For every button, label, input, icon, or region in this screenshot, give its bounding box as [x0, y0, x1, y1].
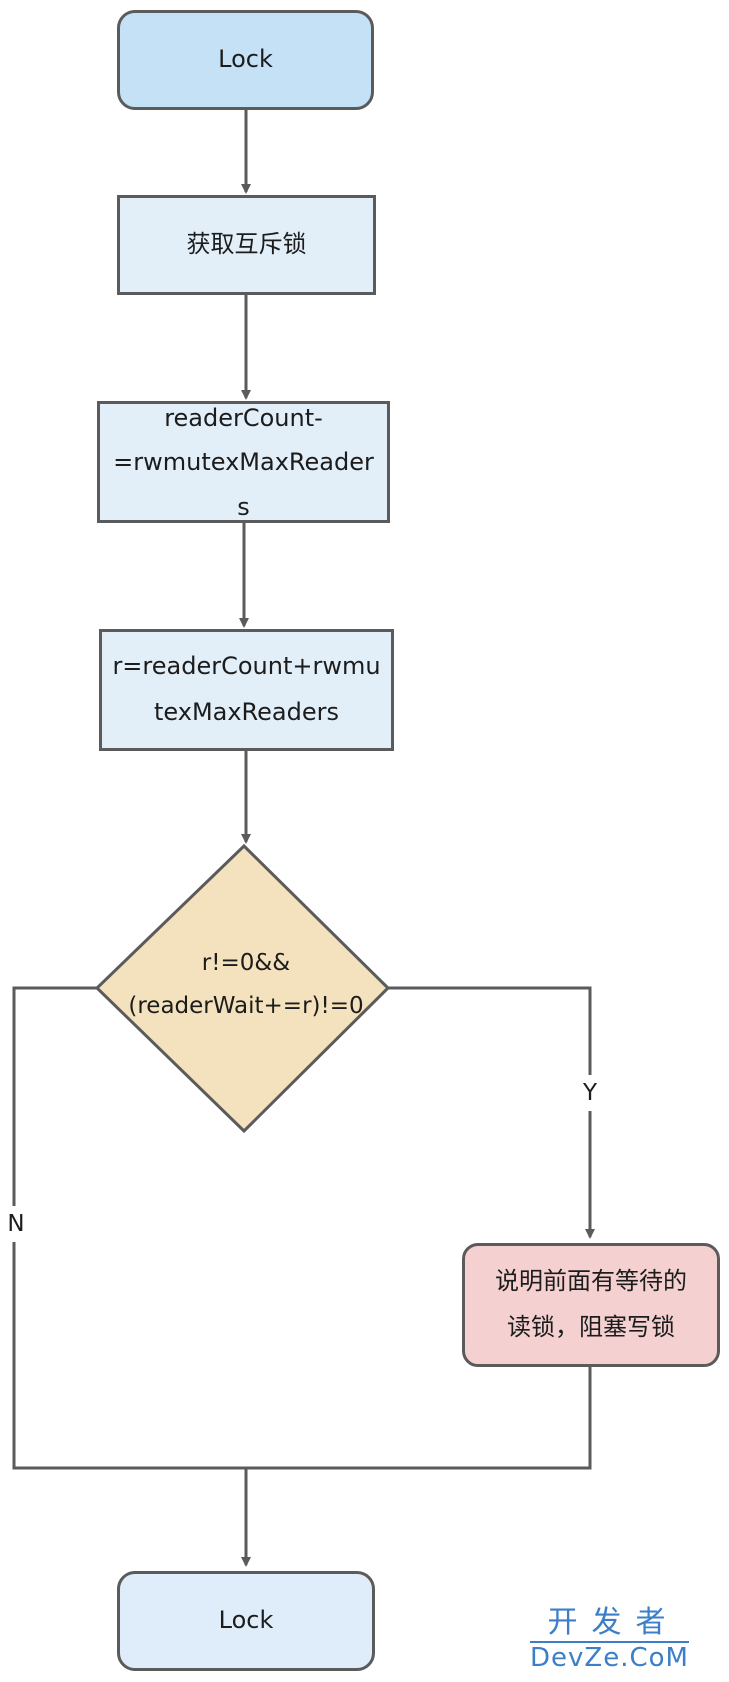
start-label: Lock — [218, 45, 273, 74]
compute-r-node: r=readerCount+rwmu texMaxReaders — [99, 629, 394, 751]
decision-label: r!=0&& (readerWait+=r)!=0 — [128, 950, 364, 1019]
watermark-line1: 开发者 — [530, 1605, 689, 1643]
reader-count-decrement-node: readerCount- =rwmutexMaxReader s — [97, 401, 390, 523]
block-writer-node: 说明前面有等待的 读锁，阻塞写锁 — [462, 1243, 720, 1367]
acquire-mutex-node: 获取互斥锁 — [117, 195, 376, 295]
end-node: Lock — [117, 1571, 375, 1671]
compute-r-label: r=readerCount+rwmu texMaxReaders — [112, 652, 381, 726]
end-label: Lock — [218, 1606, 274, 1635]
edge-decision-yes — [388, 986, 595, 1239]
edge-block-merge — [246, 1367, 592, 1470]
start-node: Lock — [117, 10, 374, 110]
decision-diamond — [94, 843, 391, 1134]
reader-count-decrement-label: readerCount- =rwmutexMaxReader s — [113, 404, 374, 521]
edge-no-label: N — [6, 1206, 26, 1242]
watermark-line2: DevZe.CoM — [530, 1642, 689, 1673]
block-writer-label: 说明前面有等待的 读锁，阻塞写锁 — [495, 1267, 687, 1341]
watermark-logo: 开发者 DevZe.CoM — [530, 1605, 689, 1674]
acquire-mutex-label: 获取互斥锁 — [186, 230, 307, 259]
edge-yes-label: Y — [578, 1075, 602, 1111]
